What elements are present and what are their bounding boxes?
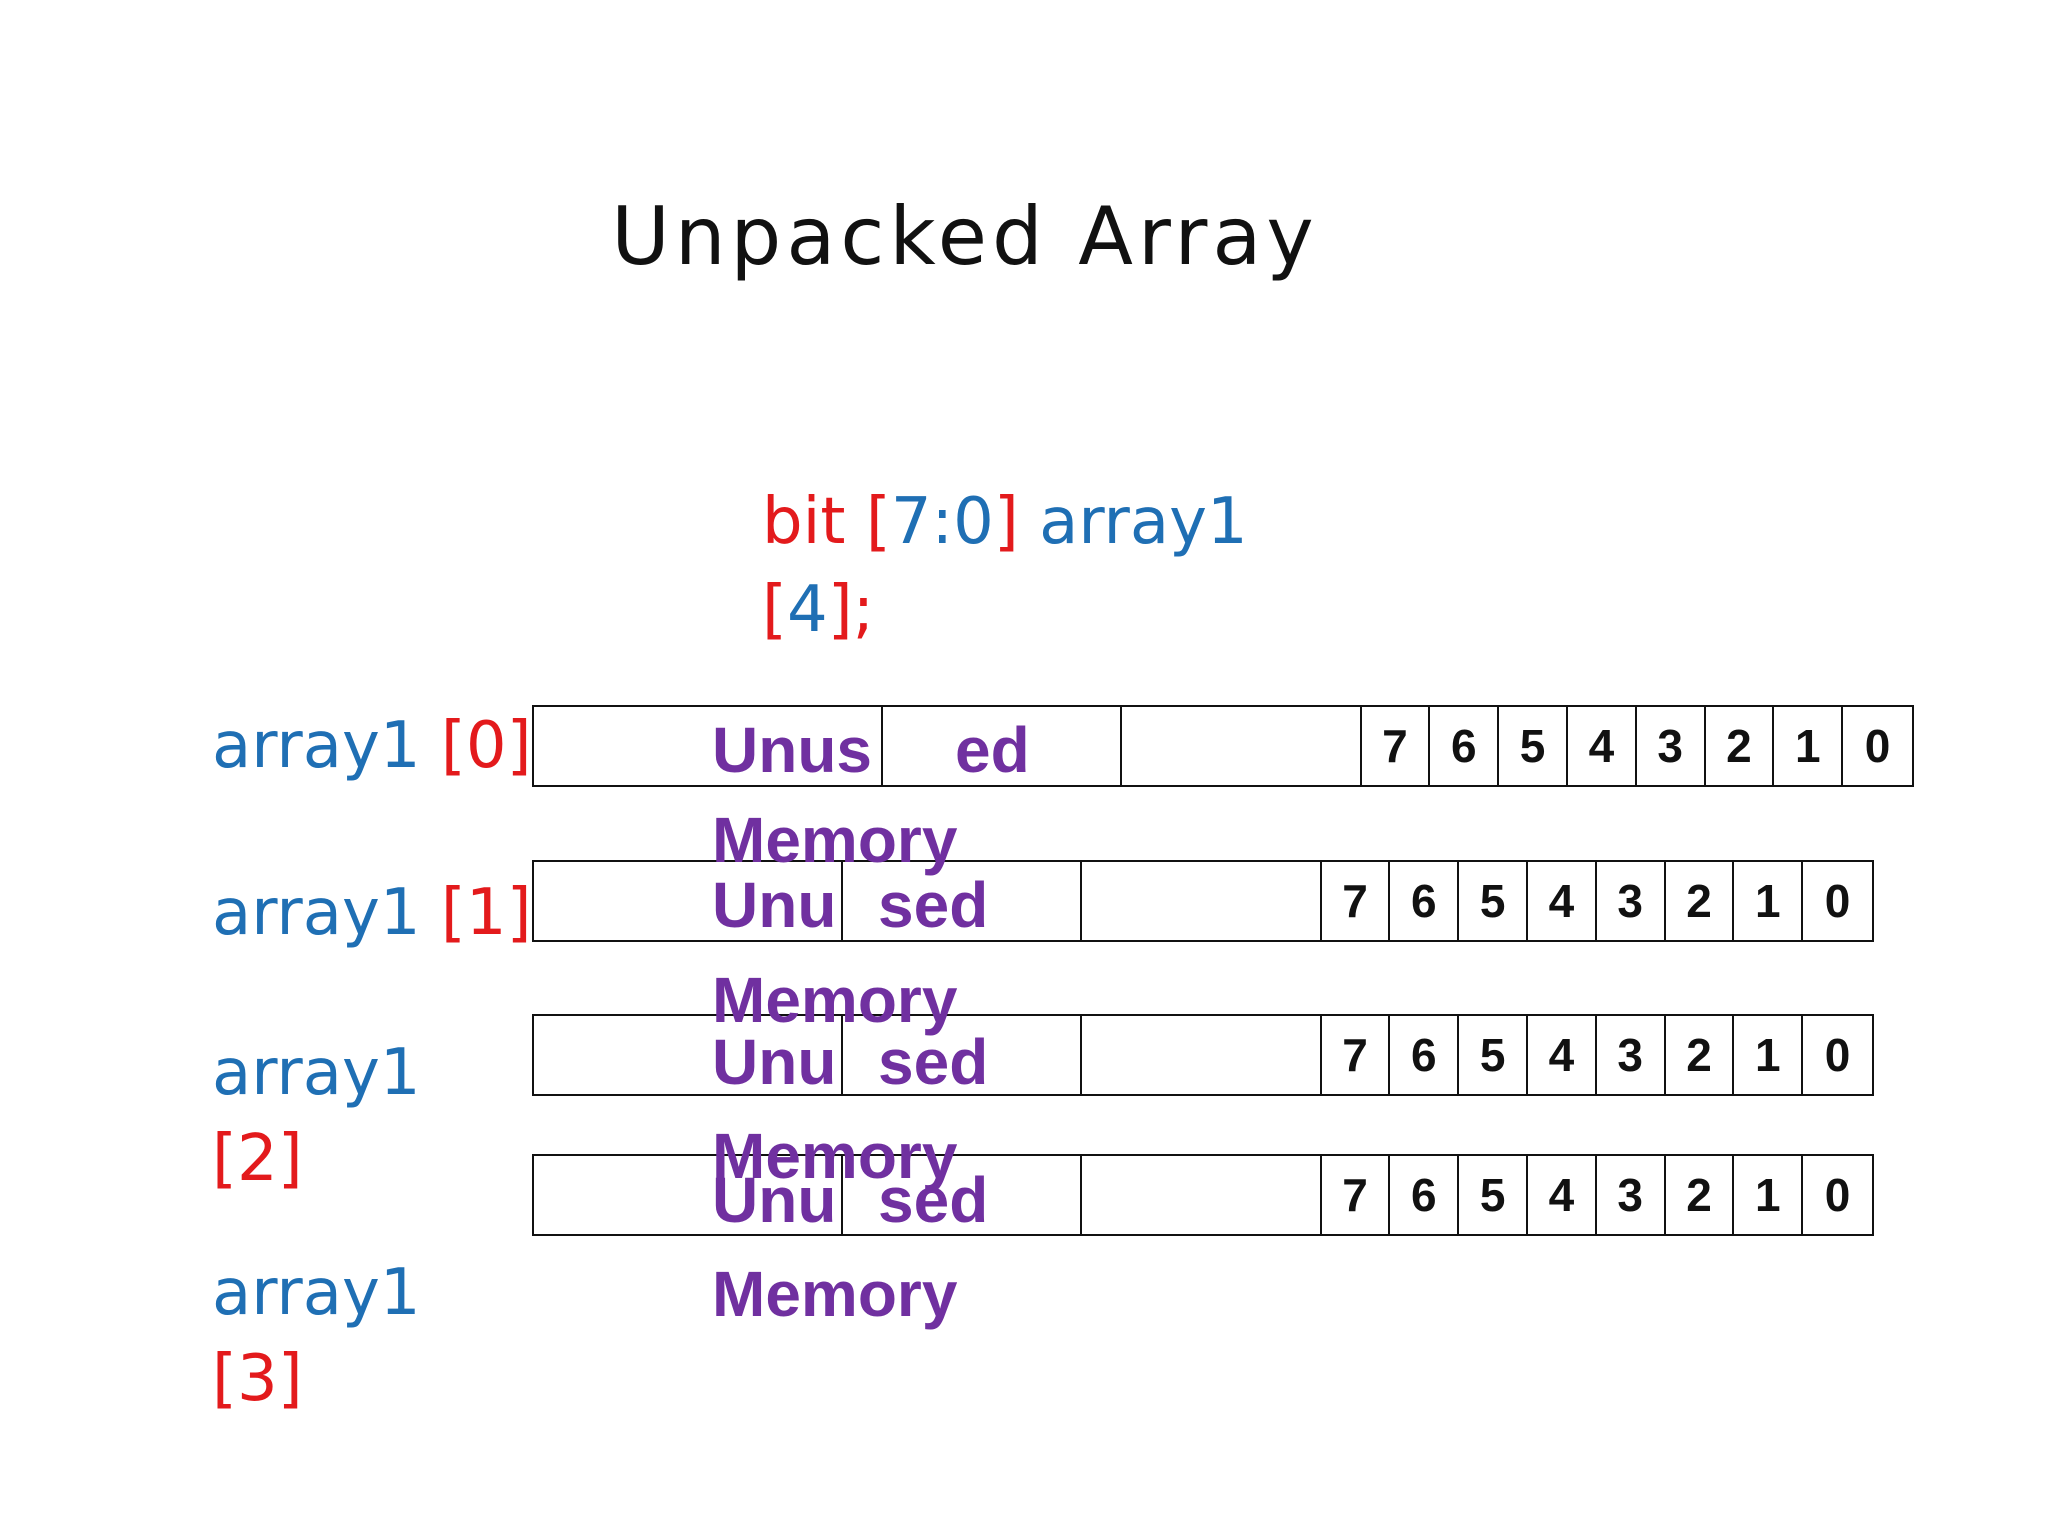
decl-range: 7:0 xyxy=(890,485,994,559)
decl-array-name: array1 xyxy=(1018,485,1248,559)
decl-keyword: bit xyxy=(762,485,866,559)
bit-cell: 7 xyxy=(1322,1156,1391,1234)
unused-text-b: sed xyxy=(878,1026,989,1098)
bit-cell: 4 xyxy=(1528,1156,1597,1234)
array-row-0: 7 6 5 4 3 2 1 0 xyxy=(532,705,1914,787)
label-index: [0] xyxy=(440,709,532,783)
unused-segment xyxy=(534,862,844,940)
unused-text-a: Unu xyxy=(712,1026,837,1098)
bit-cell: 5 xyxy=(1459,1016,1529,1094)
bit-cell: 2 xyxy=(1706,707,1775,785)
bit-cell: 0 xyxy=(1824,1169,1851,1221)
label-name: array1 xyxy=(212,876,441,950)
unused-text-b: sed xyxy=(878,1164,989,1236)
unused-text-b: ed xyxy=(955,714,1030,786)
unused-text-memory: Memory xyxy=(712,1120,958,1192)
bit-cell: 3 xyxy=(1597,1016,1666,1094)
bit-cell: 5 xyxy=(1459,1156,1529,1234)
decl-bracket: ]; xyxy=(827,573,875,647)
unused-segment xyxy=(843,1156,1083,1234)
unused-text-a: Unus xyxy=(712,714,872,786)
bit-cell: 4 xyxy=(1528,1016,1597,1094)
bit-cell: 3 xyxy=(1637,707,1706,785)
decl-size: 4 xyxy=(786,573,828,647)
bit-cell: 6 xyxy=(1390,862,1460,940)
decl-bracket: [ xyxy=(865,485,891,559)
slide-title: Unpacked Array xyxy=(611,190,1319,283)
unused-text-a: Unu xyxy=(712,869,837,941)
bit-cell: 0 xyxy=(1824,1029,1851,1081)
array-row-2: 7 6 5 4 3 2 1 0 xyxy=(532,1014,1874,1096)
bit-cell: 1 xyxy=(1734,1016,1804,1094)
bit-cell: 7 xyxy=(1322,862,1391,940)
bit-cell: 6 xyxy=(1390,1156,1460,1234)
array-label-2: array1 [2] xyxy=(212,1030,421,1202)
unused-text-memory: Memory xyxy=(712,804,958,876)
unused-segment xyxy=(843,1016,1083,1094)
array-label-0: array1 [0] xyxy=(212,703,532,789)
unused-segment xyxy=(1122,707,1362,785)
decl-bracket: [ xyxy=(762,573,787,647)
unused-text-memory: Memory xyxy=(712,1258,958,1330)
array-label-3: array1 [3] xyxy=(212,1250,421,1422)
bit-cell: 5 xyxy=(1499,707,1568,785)
label-index: [1] xyxy=(440,876,532,950)
bit-cell: 6 xyxy=(1390,1016,1460,1094)
bit-cell: 2 xyxy=(1666,1156,1735,1234)
array-label-1: array1 [1] xyxy=(212,870,532,956)
bit-cell: 7 xyxy=(1362,707,1431,785)
label-index: [3] xyxy=(212,1342,303,1416)
unused-segment xyxy=(534,1156,844,1234)
bit-cell: 0 xyxy=(1864,720,1891,772)
label-name: array1 xyxy=(212,709,441,783)
bit-cell: 3 xyxy=(1597,1156,1666,1234)
bit-cell: 5 xyxy=(1459,862,1529,940)
label-index: [2] xyxy=(212,1122,303,1196)
unused-segment xyxy=(1082,1156,1322,1234)
label-name: array1 xyxy=(212,1036,421,1110)
label-name: array1 xyxy=(212,1256,421,1330)
bit-cell: 1 xyxy=(1734,862,1804,940)
unused-text-memory: Memory xyxy=(712,964,958,1036)
unused-segment xyxy=(1082,1016,1322,1094)
unused-segment xyxy=(883,707,1123,785)
declaration: bit [7:0] array1 [4]; xyxy=(762,478,1362,654)
unused-text-a: Unu xyxy=(712,1164,837,1236)
array-row-1: 7 6 5 4 3 2 1 0 xyxy=(532,860,1874,942)
bit-cell: 4 xyxy=(1568,707,1637,785)
bit-cell: 1 xyxy=(1774,707,1844,785)
bit-cell: 4 xyxy=(1528,862,1597,940)
unused-segment xyxy=(534,707,883,785)
bit-cell: 6 xyxy=(1430,707,1500,785)
bit-cell: 1 xyxy=(1734,1156,1804,1234)
bit-cell: 3 xyxy=(1597,862,1666,940)
unused-segment xyxy=(1082,862,1322,940)
array-row-3: 7 6 5 4 3 2 1 0 xyxy=(532,1154,1874,1236)
unused-text-b: sed xyxy=(878,869,989,941)
bit-cell: 2 xyxy=(1666,862,1735,940)
unused-segment xyxy=(534,1016,844,1094)
bit-cell: 0 xyxy=(1824,875,1851,927)
bit-cell: 2 xyxy=(1666,1016,1735,1094)
decl-bracket: ] xyxy=(993,485,1019,559)
unused-segment xyxy=(843,862,1083,940)
bit-cell: 7 xyxy=(1322,1016,1391,1094)
